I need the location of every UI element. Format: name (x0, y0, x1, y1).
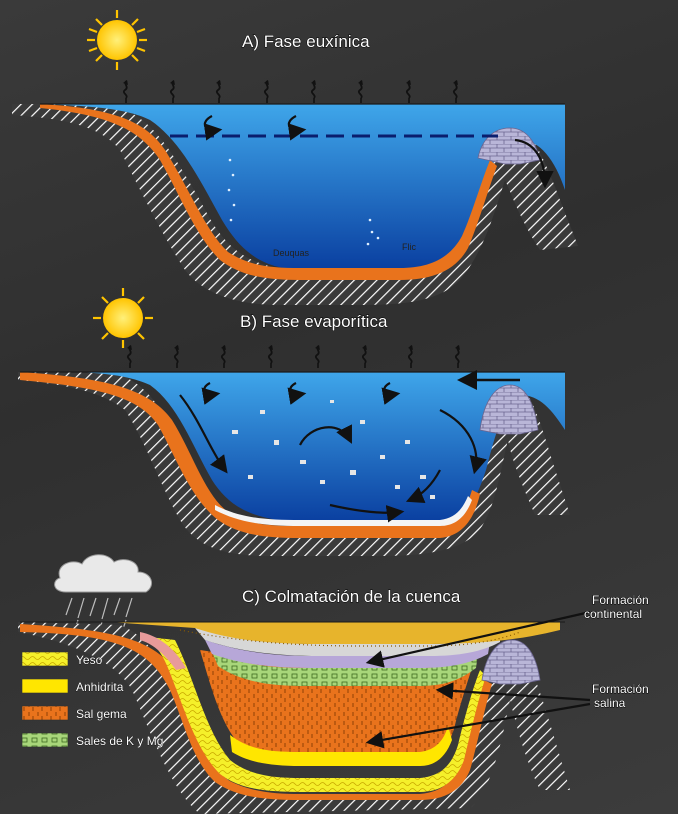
floor-label-2: Flic (402, 242, 416, 252)
panel-a: A) Fase euxínica (12, 10, 578, 305)
continental-formation (110, 622, 560, 644)
limestone-reef (482, 640, 540, 684)
sun-icon (93, 288, 153, 348)
evaporation-icon (127, 345, 460, 368)
panel-c-title: C) Colmatación de la cuenca (242, 587, 461, 606)
legend-label-anhidrita: Anhidrita (76, 680, 124, 694)
legend-label-yeso: Yeso (76, 653, 103, 667)
evaporation-icon (123, 80, 458, 103)
panel-b: B) Fase evaporítica (18, 288, 570, 556)
callout-salina-line2: salina (594, 696, 626, 710)
panel-b-title: B) Fase evaporítica (240, 312, 388, 331)
sun-icon (87, 10, 147, 70)
legend-label-sal-gema: Sal gema (76, 707, 127, 721)
panel-a-title: A) Fase euxínica (242, 32, 370, 51)
legend-item-sales-k-mg: Sales de K y Mg (22, 733, 163, 748)
legend-item-yeso: Yeso (22, 652, 103, 667)
legend-item-sal-gema: Sal gema (22, 706, 127, 721)
legend-label-sales-k-mg: Sales de K y Mg (76, 734, 163, 748)
callout-salina-line1: Formación (592, 682, 649, 696)
callout-continental-line1: Formación (592, 593, 649, 607)
floor-label: Deuquas (273, 248, 310, 258)
panel-c: C) Colmatación de la cuenca Formación co… (18, 555, 649, 814)
legend-item-anhidrita: Anhidrita (22, 679, 124, 694)
callout-continental-line2: continental (584, 607, 642, 621)
cloud-icon (55, 555, 152, 592)
